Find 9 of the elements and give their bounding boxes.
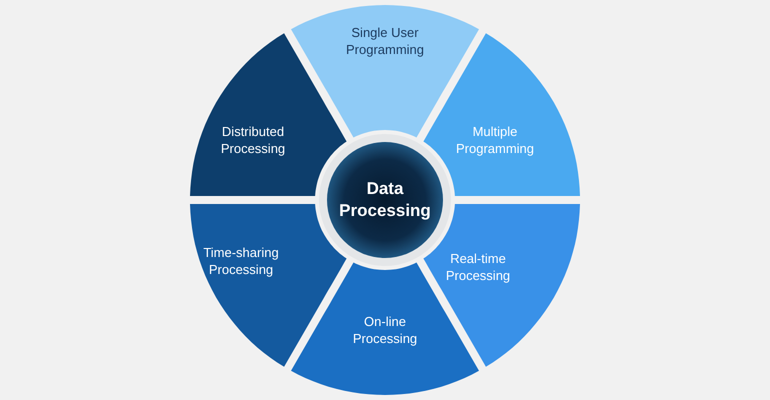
segment-label: Real-time Processing — [445, 251, 511, 285]
segment-label: Single User Programming — [345, 25, 425, 59]
segment-label: Time-sharing Processing — [202, 245, 280, 279]
center-label: Data Processing — [338, 178, 432, 222]
segment-label: On-line Processing — [352, 314, 418, 348]
segment-label: Distributed Processing — [220, 124, 286, 158]
petal-segment — [190, 33, 347, 197]
segment-label: Multiple Programming — [455, 124, 535, 158]
petal-segment — [423, 33, 580, 196]
